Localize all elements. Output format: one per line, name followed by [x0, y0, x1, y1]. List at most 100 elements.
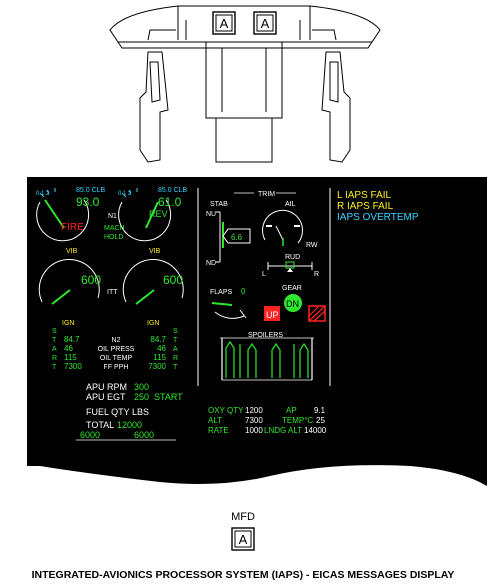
svg-text:84.7: 84.7 — [150, 335, 166, 344]
lndg-alt-value: 14000 — [304, 426, 327, 435]
n1-left-clb: 85.0 CLB — [76, 187, 106, 194]
nd-label: ND — [206, 260, 216, 267]
oxy-qty-value: 1200 — [245, 406, 263, 415]
fuel-total-value: 12000 — [117, 420, 142, 430]
cockpit-panel-drawing — [109, 5, 381, 163]
rud-l-label: L — [262, 271, 266, 278]
panel-indicator-a-left-label: A — [220, 16, 229, 31]
apu-start-label: START — [154, 392, 183, 402]
alt-value: 7300 — [245, 416, 263, 425]
start-letters-left: S T A R T — [52, 328, 57, 371]
vib-left-label: VIB — [66, 248, 78, 255]
stab-trim-scale — [216, 211, 221, 263]
spoiler-panels — [220, 337, 314, 381]
n1-gauge-left — [36, 188, 90, 242]
itt-label: ITT — [107, 289, 118, 296]
stab-pointer-box — [222, 228, 251, 244]
itt-gauge-left — [38, 259, 100, 305]
vib-right-label: VIB — [149, 248, 161, 255]
svg-text:A: A — [52, 346, 57, 353]
rud-r-label: R — [314, 271, 319, 278]
mfd-label: MFD — [231, 511, 255, 523]
gear-right-intransit-box — [308, 305, 326, 322]
svg-text:7300: 7300 — [148, 362, 166, 371]
svg-text:S: S — [173, 328, 178, 335]
engine-table-labels: N2 OIL PRESS OIL TEMP FF PPH — [98, 337, 135, 371]
gear-label: GEAR — [282, 285, 302, 292]
n1-gauge-right — [118, 188, 172, 242]
oxy-qty-label: OXY QTY — [208, 406, 244, 415]
svg-text:FF PPH: FF PPH — [104, 364, 129, 371]
itt-left-value: 600 — [81, 273, 101, 287]
message-l-iaps-fail: L IAPS FAIL — [337, 190, 392, 201]
spoilers-label: SPOILERS — [248, 332, 283, 339]
eicas-display-background — [27, 177, 487, 486]
mfd-indicator — [231, 527, 255, 551]
n1-left-fire: FIRE — [61, 222, 84, 233]
apu-rpm-value: 300 — [134, 382, 149, 392]
apu-egt-label: APU EGT — [86, 392, 126, 402]
nu-label: NU — [206, 211, 216, 218]
start-letters-right: S T A R T — [173, 328, 178, 371]
engine-table-left-values: 84.7 46 115 7300 — [64, 335, 82, 371]
svg-text:A: A — [173, 346, 178, 353]
flaps-indicator — [211, 302, 247, 319]
svg-text:T: T — [52, 364, 57, 371]
ign-right-label: IGN — [147, 320, 159, 327]
svg-text:7300: 7300 — [64, 362, 82, 371]
svg-text:T: T — [52, 337, 57, 344]
rud-label: RUD — [285, 254, 300, 261]
hold-label: HOLD — [104, 234, 123, 241]
flaps-value: 0 — [241, 287, 246, 296]
aileron-trim-indicator — [262, 209, 304, 246]
n1-right-rev: REV — [149, 209, 168, 219]
glareshield — [109, 5, 381, 43]
panel-indicator-a-right — [253, 11, 277, 35]
figure-caption: INTEGRATED-AVIONICS PROCESSOR SYSTEM (IA… — [32, 569, 455, 581]
gear-left-up: UP — [266, 310, 279, 320]
lndg-alt-label: LNDG ALT — [264, 426, 302, 435]
svg-text:46: 46 — [64, 344, 73, 353]
n1-right-tick-labels: 0 1 2 — [118, 191, 132, 197]
svg-text:115: 115 — [64, 353, 77, 362]
fuel-right-value: 6000 — [134, 430, 154, 440]
stab-value: 6.6 — [231, 233, 243, 242]
flaps-label: FLAPS — [210, 289, 233, 296]
stab-label: STAB — [210, 201, 228, 208]
gear-left-up-box — [264, 306, 280, 321]
temp-label: TEMP°C — [282, 416, 313, 425]
n1-left-tick-labels: 0 1 2 — [36, 191, 50, 197]
gear-nose-dn: DN — [286, 299, 299, 309]
svg-text:R: R — [52, 355, 57, 362]
ail-label: AIL — [285, 201, 296, 208]
right-side-console — [321, 51, 351, 163]
svg-text:OIL TEMP: OIL TEMP — [100, 355, 133, 362]
message-r-iaps-fail: R IAPS FAIL — [337, 201, 394, 212]
ap-value: 9.1 — [314, 406, 326, 415]
n1-right-clb: 85.0 CLB — [158, 187, 188, 194]
apu-egt-value: 250 — [134, 392, 149, 402]
rate-label: RATE — [208, 426, 229, 435]
n1-label: N1 — [108, 213, 117, 220]
center-pedestal — [205, 42, 283, 163]
fuel-total-label: TOTAL — [86, 420, 114, 430]
svg-text:115: 115 — [153, 353, 166, 362]
apu-rpm-label: APU RPM — [86, 382, 127, 392]
svg-text:46: 46 — [157, 344, 166, 353]
svg-text:R: R — [173, 355, 178, 362]
rudder-trim-scale — [267, 261, 313, 272]
engine-table-right-values: 84.7 46 115 7300 — [148, 335, 166, 371]
svg-text:N2: N2 — [112, 337, 121, 344]
temp-value: 25 — [316, 416, 325, 425]
mach-label: MACH — [104, 225, 125, 232]
svg-text:84.7: 84.7 — [64, 335, 80, 344]
n1-left-value: 93.0 — [76, 195, 100, 209]
left-side-console — [139, 51, 169, 163]
trim-title: TRIM — [258, 191, 275, 198]
ign-left-label: IGN — [62, 320, 74, 327]
gear-nose-dn-circle — [284, 294, 302, 312]
rate-value: 1000 — [245, 426, 263, 435]
message-iaps-overtemp: IAPS OVERTEMP — [337, 212, 419, 223]
n1-right-value: 61.0 — [158, 195, 182, 209]
svg-text:T: T — [173, 364, 178, 371]
